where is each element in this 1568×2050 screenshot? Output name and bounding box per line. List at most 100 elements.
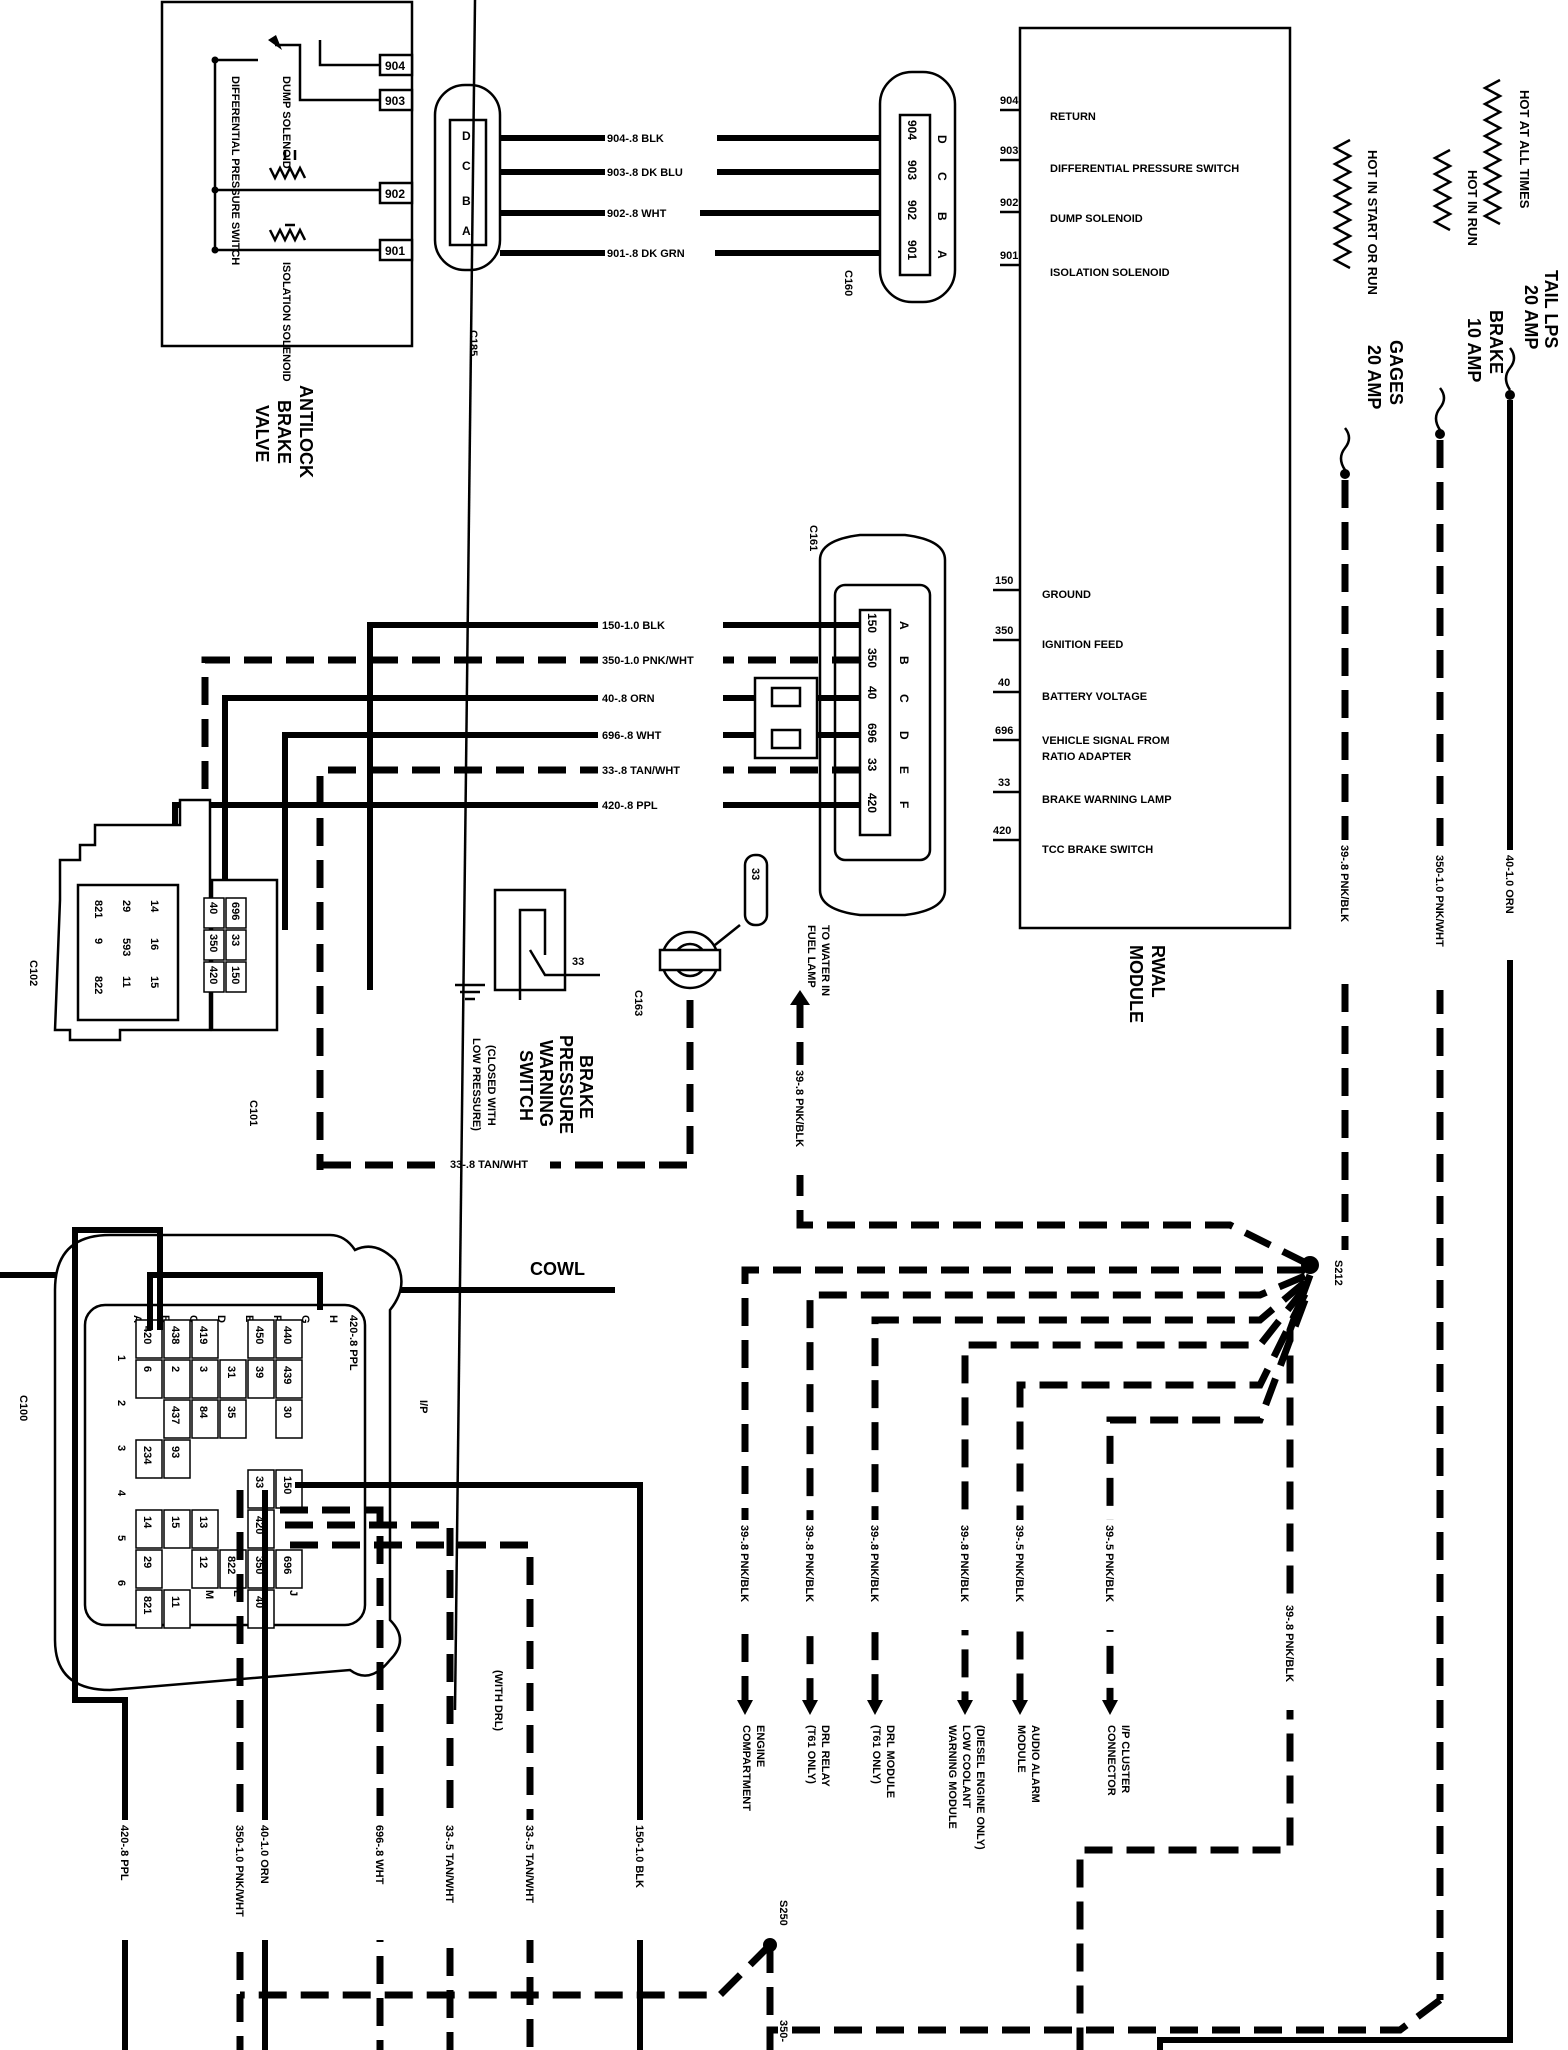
c161-pin-40: 40 [865, 686, 879, 700]
svg-text:350: 350 [995, 625, 1013, 637]
svg-text:SWITCH: SWITCH [516, 1050, 536, 1121]
svg-text:33-.8 TAN/WHT: 33-.8 TAN/WHT [450, 1159, 528, 1171]
splice-branch-label-3: 39-.8 PNK/BLK [958, 1525, 970, 1602]
c100-cell-84: 84 [197, 1406, 209, 1419]
dump-solenoid-label: DUMP SOLENOID [280, 76, 292, 169]
splice-branch-arrow [1012, 1700, 1028, 1715]
c100-cell [135, 1439, 163, 1479]
c161-letter-C: C [897, 694, 911, 703]
c100-col-6: 6 [115, 1580, 127, 1586]
wire-label-bg [630, 1820, 650, 1940]
c100-cell [247, 1469, 275, 1509]
c100-cell [191, 1399, 219, 1439]
c100-cell [247, 1589, 275, 1629]
splice-s212: S212 39-.8 PNK/BLKENGINECOMPARTMENT39-.8… [735, 1256, 1344, 2050]
svg-text:C: C [462, 159, 471, 173]
wire-label-bg [598, 689, 723, 707]
svg-text:BATTERY VOLTAGE: BATTERY VOLTAGE [1042, 691, 1147, 703]
c100-cell [135, 1509, 163, 1549]
c101-cell [225, 961, 247, 993]
c100-col-3: 3 [115, 1445, 127, 1451]
svg-text:350-: 350- [777, 2020, 789, 2042]
svg-text:902: 902 [905, 200, 919, 220]
wire-label-bg [255, 1820, 275, 1940]
svg-text:903: 903 [385, 94, 405, 108]
svg-text:696: 696 [995, 725, 1013, 737]
splice-branch-dest-4-1: MODULE [1015, 1725, 1027, 1773]
wire-label-bg [370, 1820, 390, 1940]
svg-text:A: A [462, 224, 471, 238]
diff-pressure-switch-label: DIFFERENTIAL PRESSURE SWITCH [229, 76, 241, 265]
c161-letter-D: D [897, 731, 911, 740]
wire-label-bg [440, 1820, 460, 1940]
fuse-brake: HOT IN RUN BRAKE 10 AMP [1432, 148, 1506, 439]
c100-row-E: E [243, 1315, 255, 1322]
svg-text:39-.8 PNK/BLK: 39-.8 PNK/BLK [793, 1070, 805, 1147]
wire-904: 904-.8 BLK [607, 133, 664, 145]
c100-cell-420: 420 [141, 1326, 153, 1344]
c100-cell [275, 1549, 303, 1589]
splice-branch-arrow [957, 1700, 973, 1715]
svg-text:(CLOSED WITH: (CLOSED WITH [485, 1045, 497, 1126]
c102-pin-16: 16 [148, 938, 160, 950]
svg-text:ISOLATION SOLENOID: ISOLATION SOLENOID [1050, 267, 1170, 279]
c100-cell-33: 33 [253, 1476, 265, 1488]
svg-text:COWL: COWL [530, 1259, 585, 1279]
c100-cell-6: 6 [141, 1366, 153, 1372]
svg-text:S250: S250 [777, 1900, 789, 1926]
svg-text:904: 904 [385, 59, 405, 73]
valve-terminal-903: 903 [378, 88, 414, 112]
c100-cell-440: 440 [281, 1326, 293, 1344]
c100-cell-14: 14 [141, 1516, 153, 1529]
feed-wire-350: 350-1.0 PNK/WHT [1433, 855, 1445, 947]
c100-col-2: 2 [115, 1400, 127, 1406]
rwal-696-line2: RATIO ADAPTER [1042, 751, 1131, 763]
c100-cell [191, 1319, 219, 1359]
svg-text:150: 150 [995, 575, 1013, 587]
c100-cell [247, 1509, 275, 1549]
wire-label-bg [598, 616, 723, 634]
svg-text:VEHICLE SIGNAL FROM: VEHICLE SIGNAL FROM [1042, 735, 1170, 747]
c100-cell [163, 1399, 191, 1439]
rwal-title-1: RWAL [1148, 945, 1168, 998]
module-wire-1: 350-1.0 PNK/WHT [602, 655, 694, 667]
svg-text:TCC BRAKE SWITCH: TCC BRAKE SWITCH [1042, 844, 1153, 856]
splice-branch-dest-2-1: (T61 ONLY) [870, 1725, 882, 1784]
c100-cell [275, 1359, 303, 1399]
c100-cell [163, 1589, 191, 1629]
splice-branch-label-0: 39-.8 PNK/BLK [738, 1525, 750, 1602]
bottom-wire-1: 350-1.0 PNK/WHT [233, 1825, 245, 1917]
svg-text:WARNING: WARNING [536, 1040, 556, 1127]
connector-c185: D C B A C185 [433, 83, 502, 356]
c100-cell [219, 1359, 247, 1399]
svg-text:HOT IN START OR RUN: HOT IN START OR RUN [1365, 150, 1380, 295]
wire-label-bg [598, 651, 723, 669]
c101-pin-33: 33 [229, 934, 241, 946]
svg-text:C185: C185 [467, 330, 479, 356]
connector-c100: HGFEDCBAJKLMNP12345642064382419450394404… [17, 1233, 429, 1692]
svg-text:901: 901 [1000, 250, 1018, 262]
c100-cell-11: 11 [169, 1596, 181, 1608]
svg-text:GAGES: GAGES [1386, 340, 1406, 405]
c100-cell-31: 31 [225, 1366, 237, 1378]
splice-branch-arrow [802, 1700, 818, 1715]
svg-text:904: 904 [1000, 95, 1019, 107]
c100-cell [163, 1439, 191, 1479]
module-wire-3: 696-.8 WHT [602, 730, 662, 742]
wire-label-bg [800, 1520, 820, 1630]
svg-text:C161: C161 [807, 525, 819, 551]
s212-down-wire: 39-.8 PNK/BLK [1283, 1605, 1295, 1682]
svg-text:I/P: I/P [417, 1400, 429, 1413]
svg-text:RETURN: RETURN [1050, 111, 1096, 123]
wire-label-bg [1100, 1520, 1120, 1630]
valve-terminal-902: 902 [378, 181, 414, 205]
svg-text:GROUND: GROUND [1042, 589, 1091, 601]
c100-cell-13: 13 [197, 1516, 209, 1528]
feed-wire-40: 40-1.0 ORN [1503, 855, 1515, 914]
